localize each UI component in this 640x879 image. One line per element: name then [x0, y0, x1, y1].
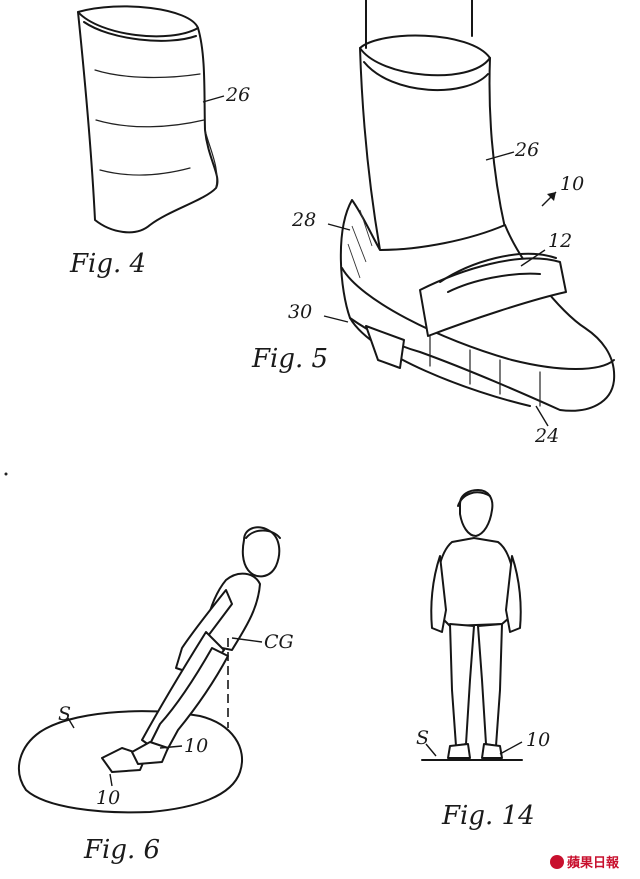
fig5-leader-30: [323, 315, 349, 323]
watermark-text: 蘋果日報: [567, 855, 620, 871]
fig5-leader-28: [327, 223, 351, 231]
fig5-leader-26: [485, 151, 515, 161]
fig5-leader-24: [535, 405, 549, 427]
fig14-caption: Fig. 14: [441, 801, 535, 831]
fig5-ref-device: 10: [560, 173, 584, 195]
fig4-caption: Fig. 4: [69, 249, 146, 279]
fig5-ref-sole: 24: [534, 425, 559, 447]
fig4-ref-cuff: 26: [225, 84, 250, 106]
fig5-ref-cuff: 26: [514, 139, 539, 161]
watermark-logo: 蘋果日報: [550, 855, 620, 871]
stray-dot: [4, 472, 8, 476]
fig6-ref-cg: CG: [264, 631, 294, 653]
fig14-standing-figure-drawing: [421, 489, 523, 761]
fig14-leader-s: [425, 743, 437, 757]
apple-logo-icon: [550, 855, 564, 869]
fig14-ref-shoe: 10: [526, 729, 550, 751]
fig6-leader-s: [67, 717, 75, 729]
fig5-arrowhead-10: [547, 192, 556, 201]
fig4-leader-26: [202, 95, 225, 103]
fig5-shoe-drawing: [339, 0, 616, 412]
fig6-ref-shoe-a: 10: [184, 735, 208, 757]
fig6-leaning-figure-drawing: [17, 526, 281, 814]
fig14-ref-surface: S: [416, 727, 429, 749]
fig6-leader-10a: [159, 745, 183, 749]
fig6-leader-cg: [231, 637, 263, 643]
fig5-ref-heel: 30: [288, 301, 312, 323]
fig5-ref-strap: 12: [548, 230, 572, 252]
fig5-leader-12: [520, 249, 546, 267]
fig5-ref-heel-edge: 28: [291, 209, 316, 231]
fig5-caption: Fig. 5: [251, 344, 328, 374]
fig6-caption: Fig. 6: [83, 835, 160, 865]
fig4-cuff-drawing: [77, 5, 219, 234]
fig14-leader-10: [499, 741, 523, 755]
fig6-leader-10b: [109, 773, 113, 787]
fig6-ref-shoe-b: 10: [96, 787, 120, 809]
fig6-ref-surface: S: [58, 703, 71, 725]
